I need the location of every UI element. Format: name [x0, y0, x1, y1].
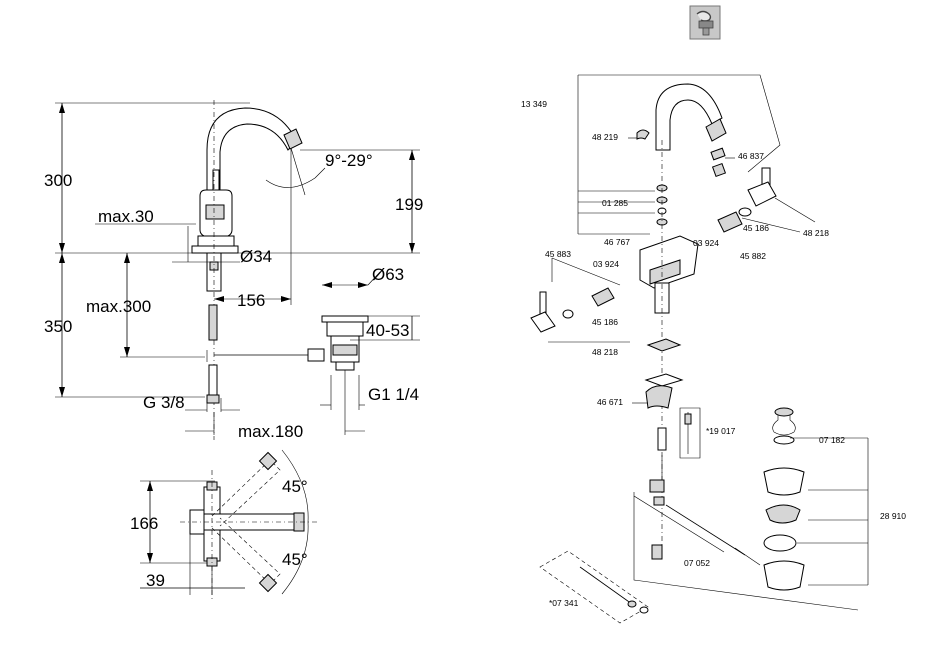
- part-48218b: 48 218: [592, 347, 618, 357]
- dim-199: 199: [395, 195, 423, 214]
- dim-diameter-34: Ø34: [240, 247, 272, 266]
- exploded-view-drawing: [531, 75, 868, 623]
- dim-angle: 9°-29°: [325, 151, 373, 170]
- dim-thread-g38: G 3/8: [143, 393, 185, 412]
- dim-angle-45-bottom: 45°: [282, 550, 308, 569]
- part-48218a: 48 218: [803, 228, 829, 238]
- dim-40-53: 40-53: [366, 321, 409, 340]
- part-45882: 45 882: [740, 251, 766, 261]
- dim-max-180: max.180: [238, 422, 303, 441]
- part-45883: 45 883: [545, 249, 571, 259]
- dim-max-30: max.30: [98, 207, 154, 226]
- part-07341: *07 341: [549, 598, 579, 608]
- part-48219: 48 219: [592, 132, 618, 142]
- part-19017: *19 017: [706, 426, 736, 436]
- part-28910: 28 910: [880, 511, 906, 521]
- dim-39: 39: [146, 571, 165, 590]
- dim-166: 166: [130, 514, 158, 533]
- dim-angle-45-top: 45°: [282, 477, 308, 496]
- part-45186a: 45 186: [743, 223, 769, 233]
- part-45186b: 45 186: [592, 317, 618, 327]
- spare-parts-icon: [690, 6, 720, 39]
- dim-thread-g114: G1 1/4: [368, 385, 419, 404]
- part-46767: 46 767: [604, 237, 630, 247]
- part-13349: 13 349: [521, 99, 547, 109]
- dim-max-300: max.300: [86, 297, 151, 316]
- part-46671: 46 671: [597, 397, 623, 407]
- part-03924b: 03 924: [593, 259, 619, 269]
- dim-diameter-63: Ø63: [372, 265, 404, 284]
- part-01285: 01 285: [602, 198, 628, 208]
- part-07052: 07 052: [684, 558, 710, 568]
- plan-view-drawing: [140, 450, 320, 600]
- part-03924a: 03 924: [693, 238, 719, 248]
- part-46837: 46 837: [738, 151, 764, 161]
- dim-reach-156: 156: [237, 291, 265, 310]
- part-07182: 07 182: [819, 435, 845, 445]
- dim-height-350: 350: [44, 317, 72, 336]
- dim-height-300: 300: [44, 171, 72, 190]
